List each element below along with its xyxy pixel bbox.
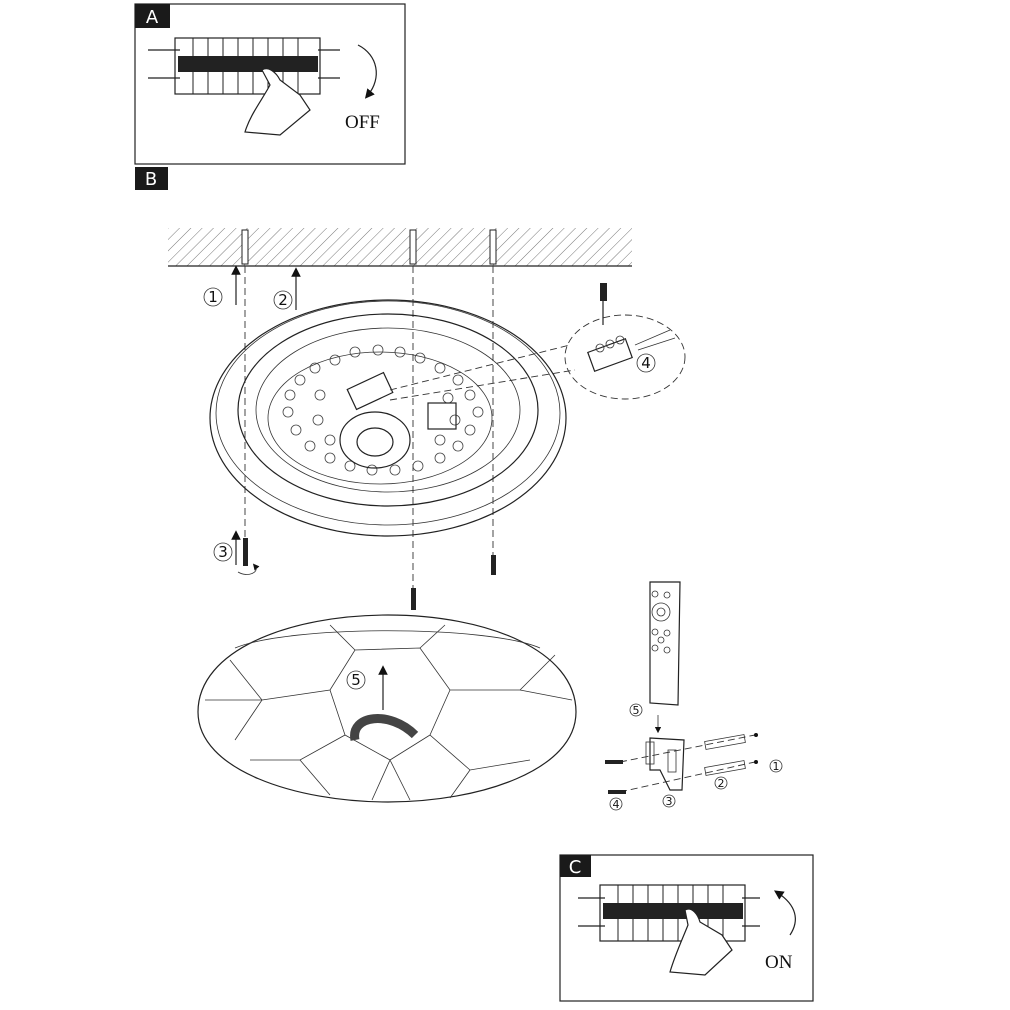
led-array [282, 344, 484, 476]
hand-icon [669, 908, 733, 976]
off-text: OFF [345, 112, 380, 133]
step-3: 3 [218, 543, 228, 561]
screwdriver-icon [600, 283, 607, 325]
remote-step-3: 3 [666, 795, 673, 808]
terminal-block [346, 371, 394, 411]
step-5: 5 [351, 671, 361, 689]
panel-c-label: C [569, 857, 582, 878]
step-4: 4 [641, 354, 651, 372]
remote-holder [605, 733, 758, 794]
remote-step-1: 1 [773, 760, 780, 773]
panel-c-switch-on: C ON [559, 854, 814, 1002]
step-2: 2 [278, 291, 288, 309]
ceiling [168, 228, 632, 266]
panel-c-badge [560, 855, 591, 877]
screw-icons [243, 538, 496, 610]
on-text: ON [765, 952, 793, 973]
panel-a-label: A [146, 7, 159, 28]
wall-plugs [241, 229, 497, 265]
remote-step-5: 5 [633, 704, 640, 717]
circuit-breaker-icon [148, 37, 340, 95]
diffuser-cover [197, 614, 577, 803]
remote-control [649, 581, 681, 706]
rotate-arrow-icon [237, 563, 260, 575]
remote-step-4: 4 [613, 798, 620, 811]
panel-a-badge [135, 4, 170, 28]
circuit-breaker-icon [578, 884, 760, 942]
rotate-down-arrow-icon [357, 44, 377, 99]
receiver-module [427, 402, 457, 430]
rotate-up-arrow-icon [774, 890, 796, 936]
step-1: 1 [208, 288, 218, 306]
panel-a-switch-off: A OFF [134, 3, 406, 165]
terminal-detail [587, 329, 676, 373]
panel-b-label: B [145, 169, 157, 190]
driver-module [339, 411, 411, 469]
lamp-base [209, 299, 567, 537]
panel-b-badge [135, 167, 168, 190]
remote-step-2: 2 [718, 777, 725, 790]
hand-icon [244, 68, 311, 136]
